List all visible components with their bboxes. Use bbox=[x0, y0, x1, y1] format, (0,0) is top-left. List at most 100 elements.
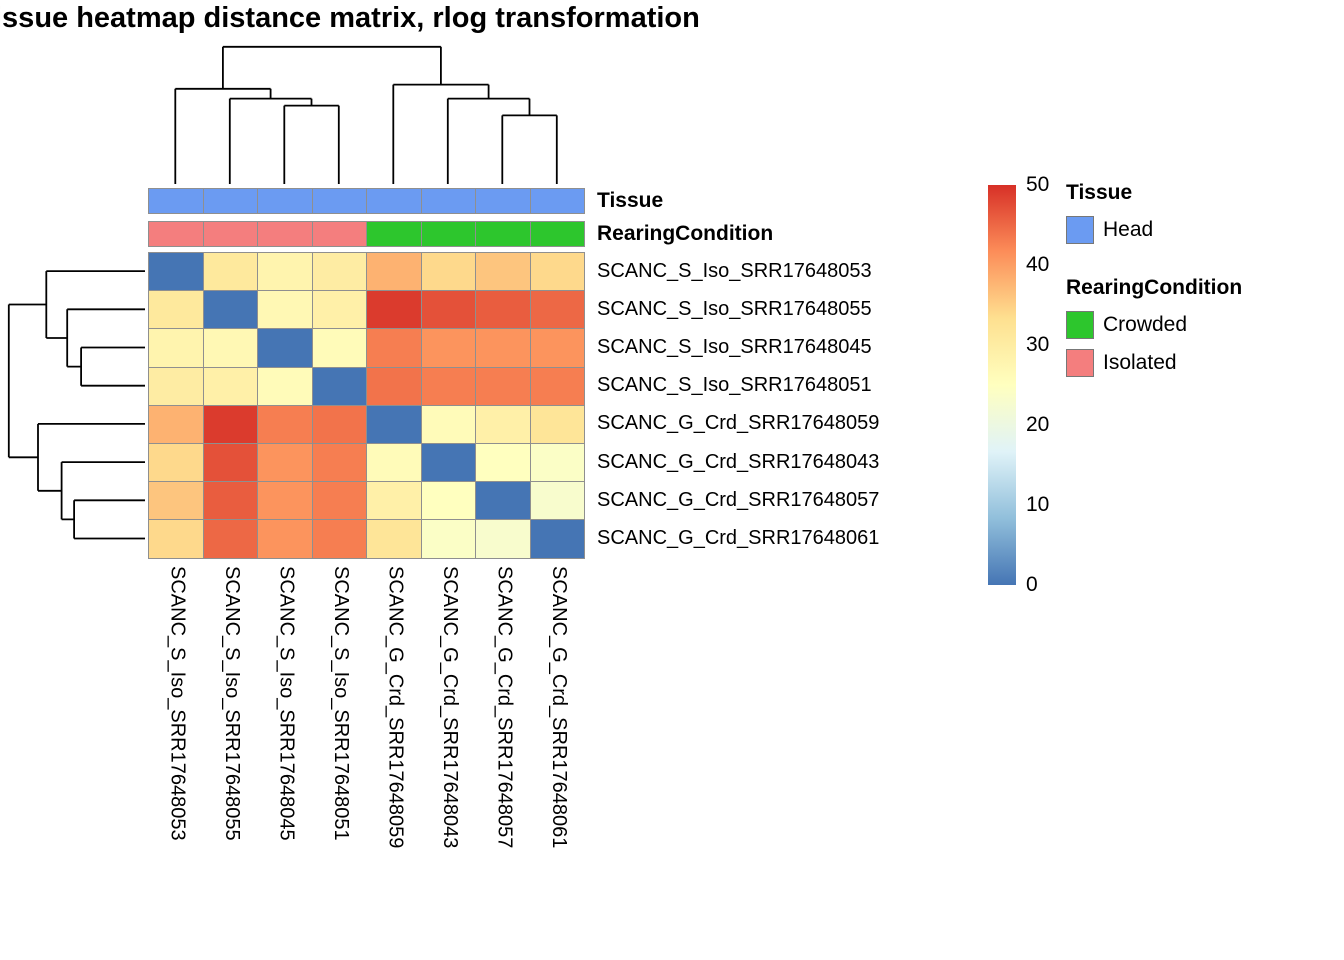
heatmap-cell bbox=[529, 519, 585, 559]
heatmap-cell bbox=[366, 519, 422, 559]
heatmap-cell bbox=[529, 290, 585, 330]
legend-item-isolated: Isolated bbox=[1066, 349, 1177, 377]
heatmap-cell bbox=[529, 481, 585, 521]
heatmap-cell bbox=[311, 252, 367, 292]
legend-item-crowded: Crowded bbox=[1066, 311, 1187, 339]
heatmap-cell bbox=[420, 290, 476, 330]
annotation-cell-head bbox=[311, 188, 367, 214]
heatmap-cell bbox=[202, 519, 258, 559]
heatmap-cell bbox=[148, 366, 204, 406]
heatmap-cell bbox=[475, 252, 531, 292]
scale-tick-label: 40 bbox=[1026, 253, 1050, 276]
heatmap-cell bbox=[420, 443, 476, 483]
row-label: SCANC_G_Crd_SRR17648061 bbox=[597, 526, 880, 549]
column-label: SCANC_S_Iso_SRR17648053 bbox=[166, 566, 189, 841]
heatmap-cell bbox=[366, 404, 422, 444]
column-dendrogram bbox=[174, 45, 558, 184]
heatmap-cell bbox=[311, 290, 367, 330]
heatmap-cell bbox=[420, 252, 476, 292]
row-label: SCANC_G_Crd_SRR17648059 bbox=[597, 412, 880, 435]
heatmap-cell bbox=[420, 404, 476, 444]
heatmap-cell bbox=[366, 290, 422, 330]
heatmap-cell bbox=[529, 404, 585, 444]
heatmap-cell bbox=[148, 328, 204, 368]
scale-tick-label: 10 bbox=[1026, 493, 1050, 516]
heatmap-cell bbox=[148, 404, 204, 444]
heatmap-cell bbox=[311, 519, 367, 559]
row-label: SCANC_S_Iso_SRR17648053 bbox=[597, 259, 872, 282]
heatmap-cell bbox=[202, 481, 258, 521]
heatmap-cell bbox=[202, 252, 258, 292]
row-dendro-lines bbox=[7, 270, 145, 540]
scale-tick-label: 50 bbox=[1026, 173, 1050, 196]
row-label: SCANC_G_Crd_SRR17648043 bbox=[597, 450, 880, 473]
heatmap-cell bbox=[366, 443, 422, 483]
heatmap-cell bbox=[257, 290, 313, 330]
annotation-cell-crowded bbox=[420, 221, 476, 247]
heatmap-cell bbox=[202, 404, 258, 444]
chart-title: issue heatmap distance matrix, rlog tran… bbox=[0, 2, 700, 34]
heatmap-cell bbox=[366, 481, 422, 521]
heatmap-cell bbox=[257, 328, 313, 368]
heatmap-cell bbox=[202, 290, 258, 330]
column-label: SCANC_G_Crd_SRR17648057 bbox=[493, 566, 516, 849]
annotation-cell-isolated bbox=[202, 221, 258, 247]
legend-tissue-title: Tissue bbox=[1066, 181, 1133, 204]
annotation-cell-crowded bbox=[366, 221, 422, 247]
annotation-cell-head bbox=[475, 188, 531, 214]
annotation-cell-isolated bbox=[257, 221, 313, 247]
annotation-cell-head bbox=[529, 188, 585, 214]
annotation-cell-crowded bbox=[529, 221, 585, 247]
rearing-annotation-bar bbox=[148, 221, 585, 247]
heatmap-cell bbox=[257, 404, 313, 444]
heatmap-cell bbox=[529, 328, 585, 368]
heatmap-cell bbox=[475, 290, 531, 330]
scale-tick-label: 0 bbox=[1026, 573, 1038, 596]
heatmap-cell bbox=[475, 519, 531, 559]
heatmap-cell bbox=[475, 481, 531, 521]
heatmap-cell bbox=[311, 366, 367, 406]
col-dendro-lines bbox=[174, 45, 558, 184]
heatmap-cell bbox=[202, 328, 258, 368]
heatmap-cell bbox=[475, 443, 531, 483]
annotation-cell-head bbox=[420, 188, 476, 214]
heatmap-cell bbox=[311, 481, 367, 521]
row-label: SCANC_S_Iso_SRR17648045 bbox=[597, 335, 872, 358]
legend-item-head: Head bbox=[1066, 216, 1153, 244]
annotation-cell-crowded bbox=[475, 221, 531, 247]
heatmap-cell bbox=[529, 252, 585, 292]
heatmap-cell bbox=[311, 328, 367, 368]
heatmap-cell bbox=[475, 328, 531, 368]
heatmap-cell bbox=[257, 443, 313, 483]
heatmap-cell bbox=[475, 366, 531, 406]
heatmap-cell bbox=[366, 252, 422, 292]
heatmap-cell bbox=[420, 519, 476, 559]
heatmap-cell bbox=[148, 443, 204, 483]
legend-label: Head bbox=[1103, 218, 1154, 241]
annotation-cell-head bbox=[366, 188, 422, 214]
heatmap-cell bbox=[148, 252, 204, 292]
annotation-cell-head bbox=[257, 188, 313, 214]
heatmap-cell bbox=[257, 366, 313, 406]
heatmap-cell bbox=[420, 328, 476, 368]
tissue-annotation-label: Tissue bbox=[597, 189, 664, 212]
heatmap-cell bbox=[148, 290, 204, 330]
scale-tick-label: 30 bbox=[1026, 333, 1050, 356]
color-scale-bar bbox=[988, 185, 1016, 585]
heatmap-cell bbox=[202, 366, 258, 406]
heatmap-cell bbox=[148, 519, 204, 559]
heatmap-cell bbox=[475, 404, 531, 444]
heatmap-cell bbox=[311, 443, 367, 483]
column-label: SCANC_S_Iso_SRR17648055 bbox=[220, 566, 243, 841]
row-dendrogram bbox=[7, 270, 145, 540]
legend-label: Isolated bbox=[1103, 351, 1177, 374]
isolated-swatch bbox=[1066, 349, 1094, 377]
heatmap-cell bbox=[420, 481, 476, 521]
tissue-annotation-bar bbox=[148, 188, 585, 214]
heatmap-cell bbox=[366, 366, 422, 406]
heatmap-cell bbox=[148, 481, 204, 521]
heatmap-cell bbox=[420, 366, 476, 406]
column-label: SCANC_S_Iso_SRR17648051 bbox=[329, 566, 352, 841]
heatmap-cell bbox=[257, 519, 313, 559]
